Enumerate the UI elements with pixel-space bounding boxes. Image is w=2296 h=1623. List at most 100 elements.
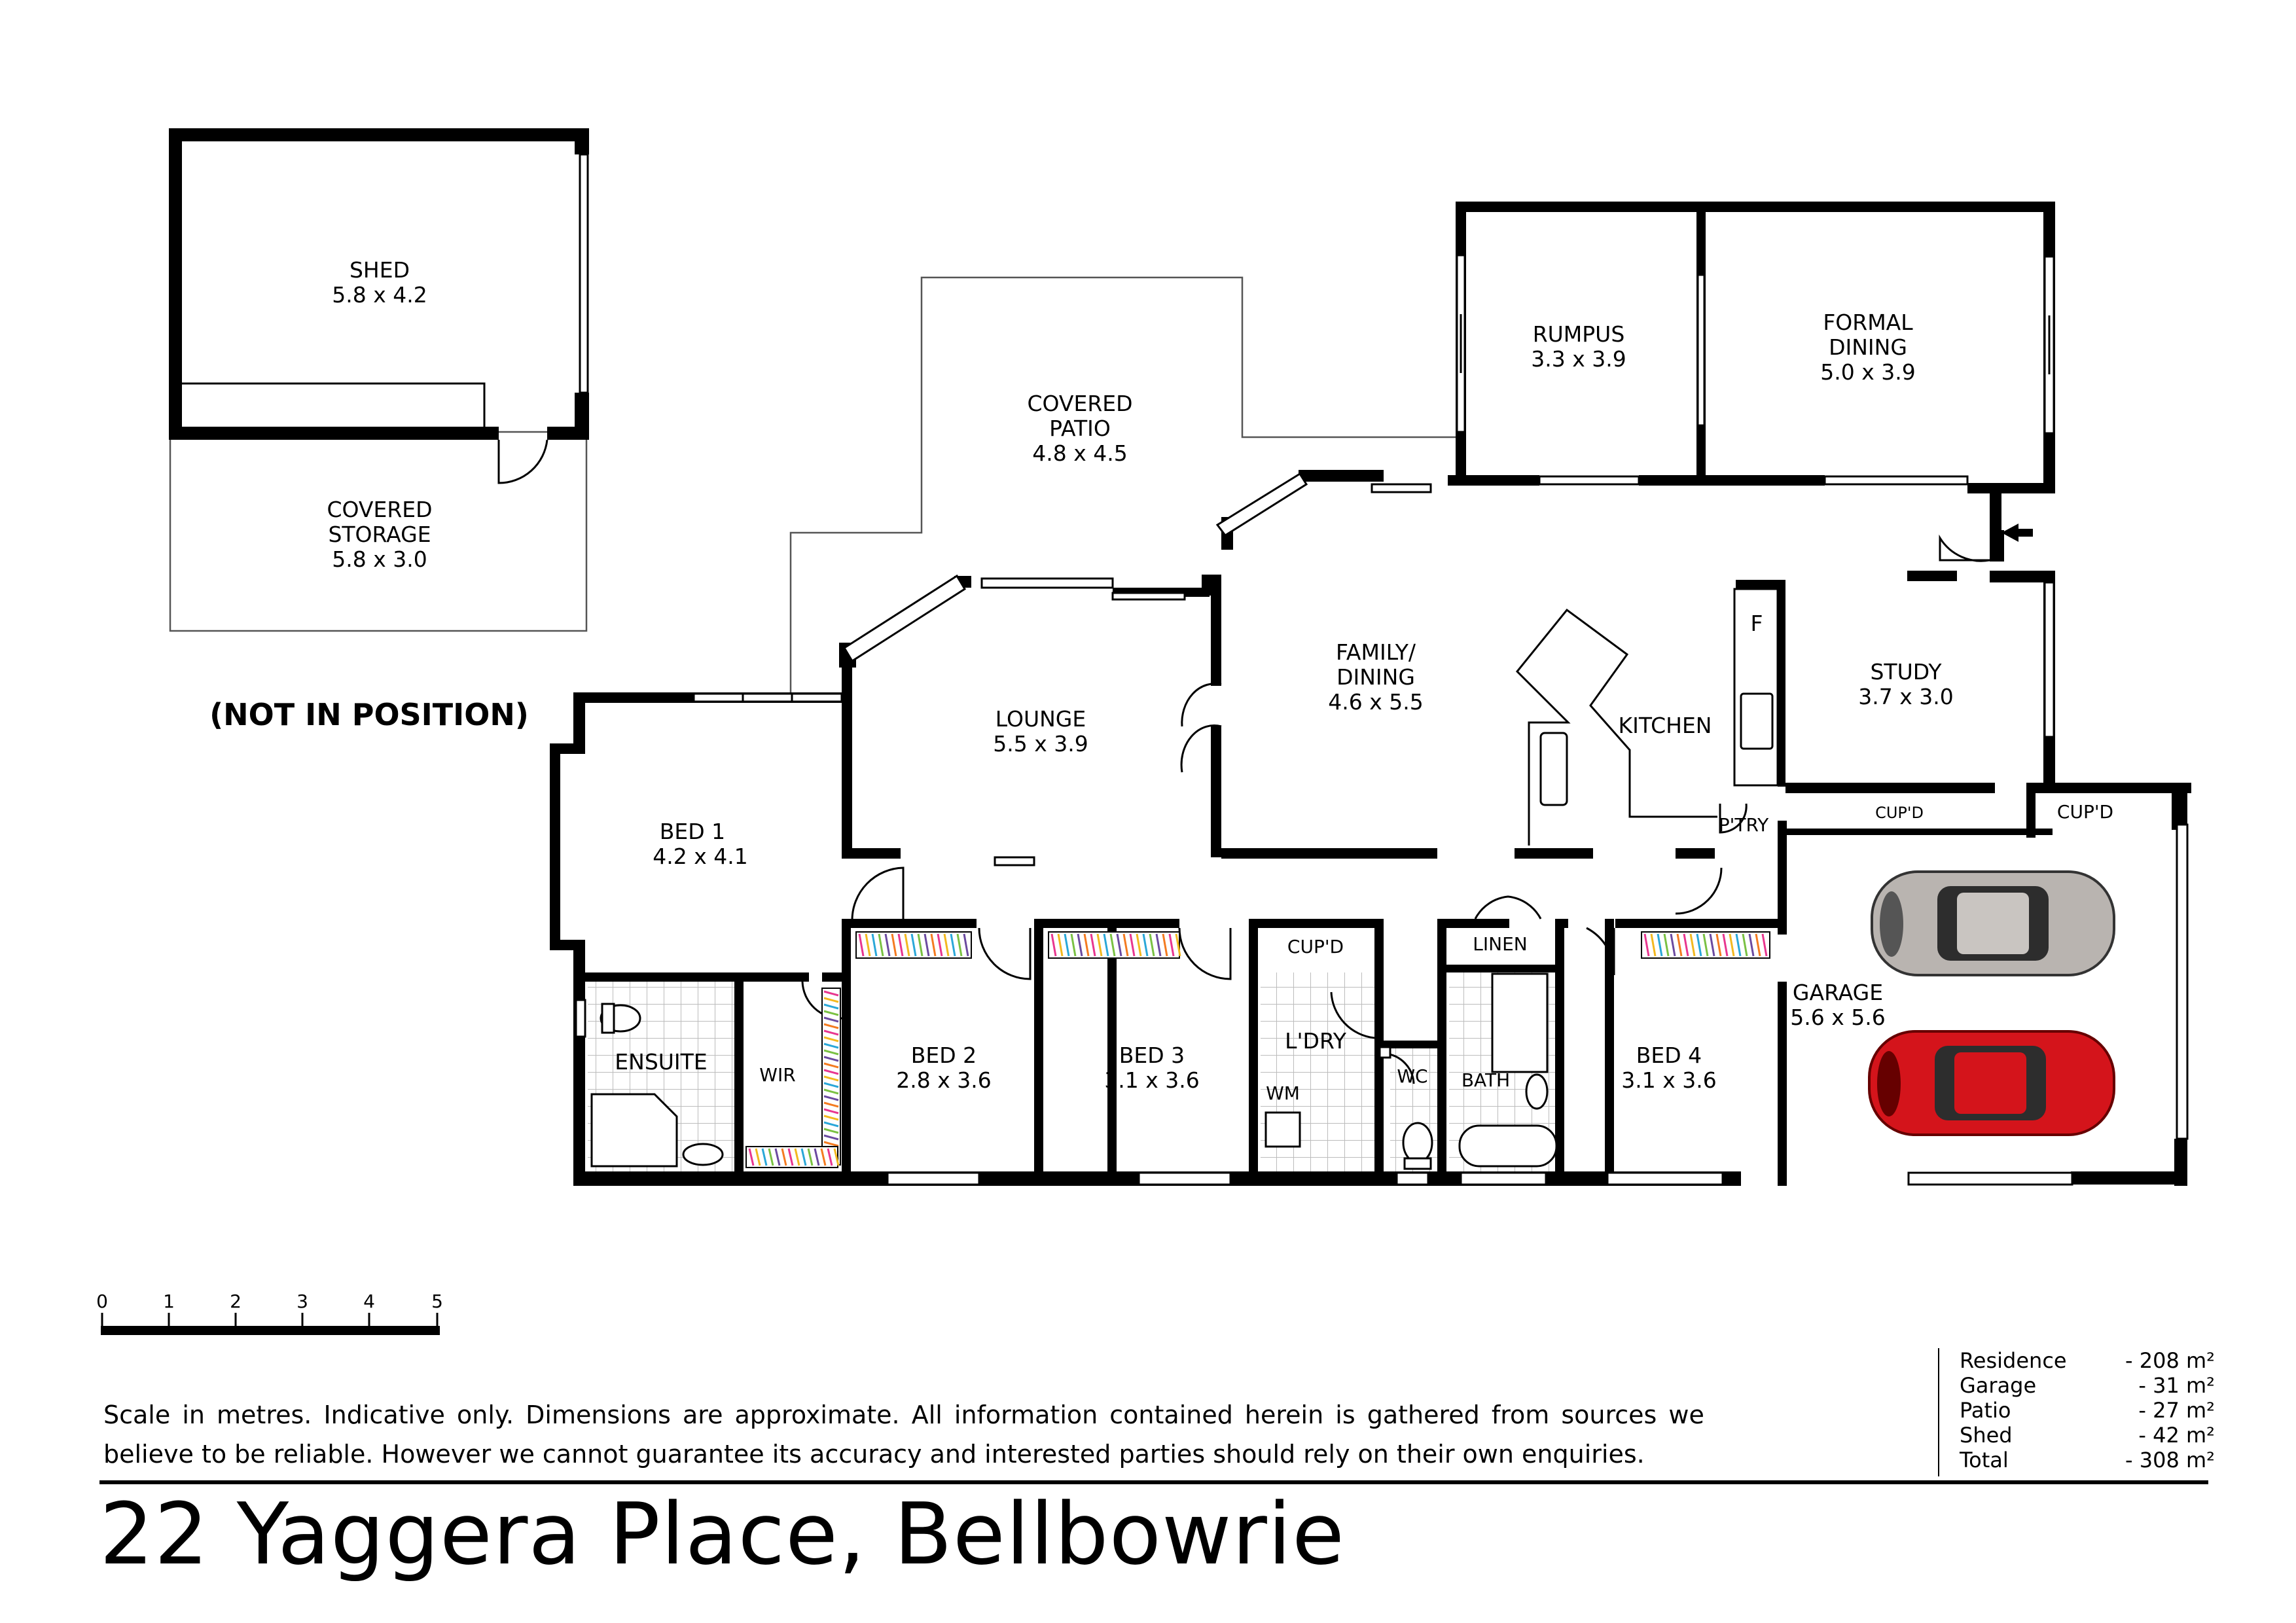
wardrobe-hanger bbox=[1083, 933, 1090, 957]
wardrobe-hanger bbox=[1761, 933, 1768, 957]
wardrobe-hanger bbox=[833, 1148, 840, 1166]
wardrobe-hanger bbox=[1103, 933, 1109, 957]
wardrobe-hanger bbox=[1136, 933, 1142, 957]
bed3-dims: 3.1 x 3.6 bbox=[1104, 1067, 1199, 1093]
bath-label: BATH bbox=[1462, 1069, 1510, 1091]
pantry-label: P'TRY bbox=[1719, 814, 1769, 836]
area-row: Residence- 208 m² bbox=[1960, 1348, 2215, 1373]
bed2-dims: 2.8 x 3.6 bbox=[896, 1067, 991, 1093]
wardrobe-hanger bbox=[1109, 933, 1116, 957]
windows bbox=[575, 254, 2189, 1186]
rumpus-dims: 3.3 x 3.9 bbox=[1531, 346, 1626, 372]
area-label: Patio bbox=[1960, 1398, 2011, 1423]
wardrobe-hanger bbox=[956, 933, 963, 957]
scale-bar: 0 1 2 3 4 5 bbox=[96, 1291, 443, 1335]
wardrobe-hanger bbox=[878, 933, 884, 957]
area-summary: Residence- 208 m² Garage- 31 m² Patio - 2… bbox=[1960, 1348, 2215, 1472]
linen-label: LINEN bbox=[1473, 933, 1527, 955]
wardrobe-hanger bbox=[823, 1010, 839, 1016]
wardrobe-hanger bbox=[800, 1148, 807, 1166]
wardrobe-hanger bbox=[884, 933, 891, 957]
lounge-label: LOUNGE bbox=[996, 706, 1086, 732]
wardrobe-hanger bbox=[807, 1148, 814, 1166]
wardrobe-hanger bbox=[823, 1003, 839, 1010]
wardrobe-hanger bbox=[1090, 933, 1096, 957]
disclaimer-line-2: believe to be reliable. However we canno… bbox=[103, 1440, 1645, 1469]
wir-label: WIR bbox=[759, 1064, 795, 1086]
study-dims: 3.7 x 3.0 bbox=[1858, 684, 1953, 709]
wardrobe-hanger bbox=[1657, 933, 1663, 957]
wardrobe-hanger bbox=[1702, 933, 1709, 957]
wardrobe-hanger bbox=[761, 1148, 768, 1166]
area-label: Total bbox=[1960, 1448, 2009, 1472]
wardrobe-hanger bbox=[950, 933, 956, 957]
wardrobe-hanger bbox=[1715, 933, 1722, 957]
covered-storage-label-2: STORAGE bbox=[328, 522, 431, 547]
kitchen-bench-back bbox=[1733, 588, 1779, 787]
fixtures bbox=[590, 972, 1558, 1170]
wardrobe-hanger bbox=[1155, 933, 1162, 957]
wardrobe-hanger bbox=[1096, 933, 1103, 957]
bed4-label: BED 4 bbox=[1636, 1043, 1702, 1068]
family-dining-label-2: DINING bbox=[1336, 664, 1415, 690]
wardrobe-hanger bbox=[823, 1049, 839, 1056]
wardrobe-hanger bbox=[748, 1148, 755, 1166]
shed-dims: 5.8 x 4.2 bbox=[332, 282, 427, 308]
disclaimer-line-1: Scale in metres. Indicative only. Dimens… bbox=[103, 1400, 1704, 1429]
room-labels: SHED 5.8 x 4.2 COVERED STORAGE 5.8 x 3.0… bbox=[209, 257, 2113, 1104]
wardrobe-hanger bbox=[963, 933, 969, 957]
wardrobe-hanger bbox=[1643, 933, 1650, 957]
wardrobe-hanger bbox=[865, 933, 871, 957]
wardrobe-hanger bbox=[823, 1056, 839, 1062]
family-dining-label: FAMILY/ bbox=[1336, 639, 1416, 665]
wardrobe-hanger bbox=[787, 1148, 794, 1166]
wardrobe-hanger bbox=[814, 1148, 820, 1166]
wardrobe-hanger bbox=[1057, 933, 1064, 957]
formal-dining-dims: 5.0 x 3.9 bbox=[1820, 359, 1915, 385]
wardrobe-hanger bbox=[823, 1036, 839, 1043]
wardrobe-hanger bbox=[774, 1148, 781, 1166]
wardrobe-hanger bbox=[1175, 933, 1181, 957]
wardrobe-hanger bbox=[823, 1029, 839, 1036]
garage-cupboard-2-label: CUP'D bbox=[2057, 801, 2113, 823]
bed4-dims: 3.1 x 3.6 bbox=[1621, 1067, 1716, 1093]
wardrobe-hanger bbox=[823, 1062, 839, 1069]
wardrobe-hanger bbox=[781, 1148, 787, 1166]
scale-tick-4: 4 bbox=[363, 1291, 375, 1312]
ensuite-label: ENSUITE bbox=[615, 1049, 707, 1075]
wardrobe-hanger bbox=[1162, 933, 1168, 957]
covered-storage-dims: 5.8 x 3.0 bbox=[332, 546, 427, 572]
area-value: - 208 m² bbox=[2125, 1348, 2215, 1373]
wardrobe-hanger bbox=[1070, 933, 1077, 957]
wardrobe-hanger bbox=[823, 997, 839, 1003]
garage-cupboard-label: CUP'D bbox=[1875, 804, 1924, 822]
wardrobe-hanger bbox=[1168, 933, 1175, 957]
area-label: Shed bbox=[1960, 1423, 2013, 1448]
area-value: - 42 m² bbox=[2138, 1423, 2215, 1448]
wardrobe-hanger bbox=[1129, 933, 1136, 957]
covered-patio-label-2: PATIO bbox=[1049, 416, 1111, 441]
rumpus-label: RUMPUS bbox=[1533, 321, 1625, 347]
area-row: Garage- 31 m² bbox=[1960, 1373, 2215, 1398]
wardrobe-hanger bbox=[820, 1148, 827, 1166]
wardrobe-hanger bbox=[924, 933, 930, 957]
wardrobe-hanger bbox=[930, 933, 937, 957]
scale-tick-1: 1 bbox=[163, 1291, 175, 1312]
wardrobe-hanger bbox=[1748, 933, 1755, 957]
car-red-icon bbox=[1868, 1030, 2115, 1136]
wardrobe-hanger bbox=[897, 933, 904, 957]
wardrobe-hanger bbox=[823, 1082, 839, 1088]
covered-patio-outline bbox=[789, 276, 1456, 694]
wardrobe-hanger bbox=[823, 1128, 839, 1134]
wardrobe-hanger bbox=[904, 933, 910, 957]
wardrobe-hanger bbox=[1116, 933, 1122, 957]
wardrobe-hanger bbox=[823, 1101, 839, 1108]
wardrobe-hanger bbox=[1670, 933, 1676, 957]
wardrobe-hanger bbox=[823, 1075, 839, 1082]
wardrobe-hanger bbox=[1663, 933, 1670, 957]
wardrobe-hanger bbox=[910, 933, 917, 957]
wardrobe-hanger bbox=[917, 933, 924, 957]
wardrobe-hanger bbox=[823, 1043, 839, 1049]
covered-storage-label: COVERED bbox=[327, 497, 432, 522]
wardrobe-hanger bbox=[1122, 933, 1129, 957]
